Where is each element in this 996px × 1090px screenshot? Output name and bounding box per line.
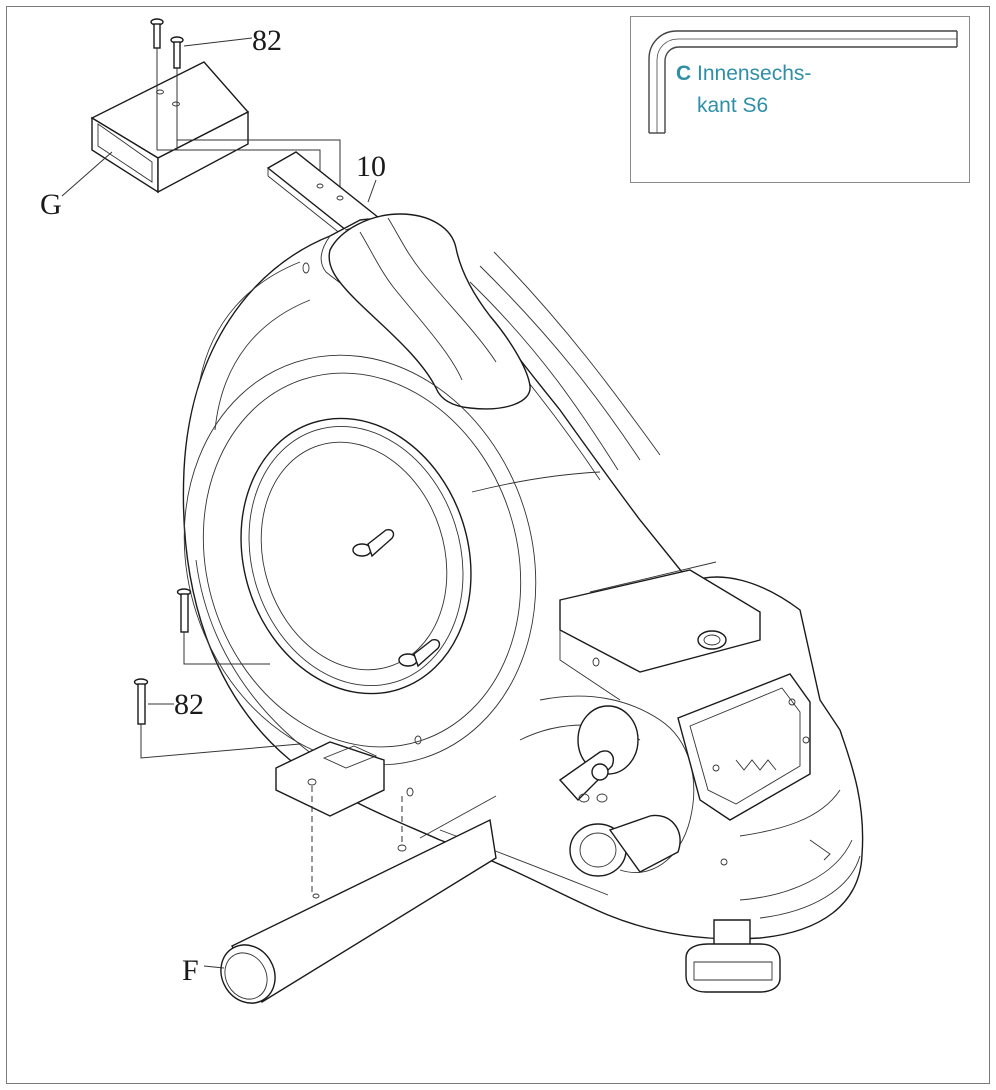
leader-82-top [183, 37, 253, 47]
label-82-top: 82 [252, 24, 282, 57]
leader-f [203, 965, 225, 969]
bolt-82-top-b [170, 36, 184, 69]
guide-bolt-left-a [183, 632, 270, 665]
tool-box [630, 16, 970, 183]
allen-key-icon [648, 30, 958, 134]
page-frame [6, 6, 990, 1084]
tool-name-line1: Innensechs- [697, 62, 812, 85]
label-g: G [40, 188, 62, 221]
label-10: 10 [356, 150, 386, 183]
label-f: F [182, 954, 199, 987]
tool-name-line2: kant S6 [697, 94, 769, 117]
part-f-tube [220, 795, 497, 1004]
leader-10 [367, 179, 377, 203]
guide-bolt-left-b [140, 724, 301, 759]
tool-letter: C [676, 62, 692, 85]
guide-g-to-10-b [176, 139, 341, 196]
part-g-tube [90, 61, 250, 194]
leader-g [61, 151, 113, 197]
label-82-left: 82 [174, 688, 204, 721]
bolt-82-top-a [150, 18, 164, 49]
bolt-82-left-a [176, 588, 192, 633]
main-housing [182, 213, 864, 993]
bolt-82-left-b [133, 678, 149, 725]
base-plate [275, 741, 407, 852]
